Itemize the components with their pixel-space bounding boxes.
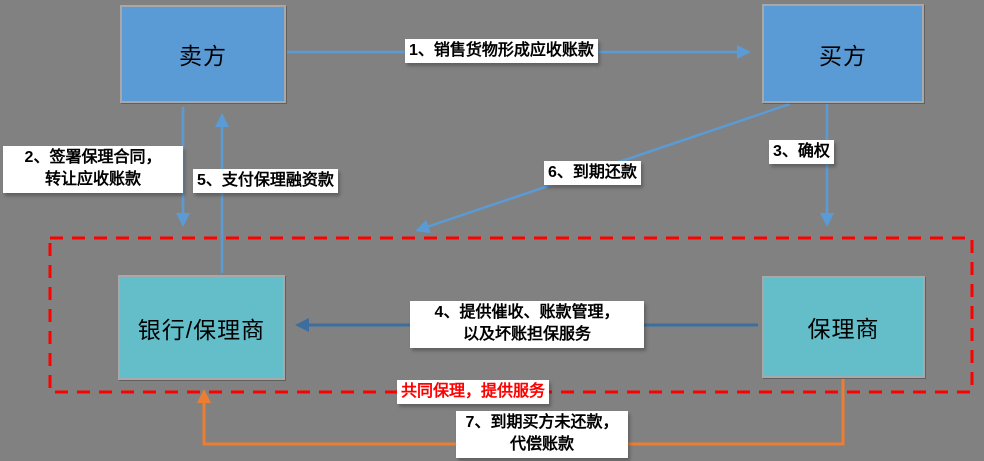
edge-2-label: 2、签署保理合同， 转让应收账款 (3, 146, 183, 193)
edge-6-label: 6、到期还款 (544, 161, 641, 186)
node-buyer-label: 买方 (819, 42, 867, 69)
node-seller-label: 卖方 (179, 43, 227, 69)
node-seller: 卖方 (120, 5, 286, 103)
node-bank-factor: 银行/保理商 (118, 275, 285, 380)
edge-1-label: 1、销售货物形成应收账款 (405, 39, 598, 64)
edge-7-label: 7、到期买方未还款， 代偿账款 (456, 411, 628, 458)
edge-3-label: 3、确权 (769, 140, 834, 165)
node-bank-factor-label: 银行/保理商 (137, 316, 266, 343)
edge-5-label: 5、支付保理融资款 (193, 169, 338, 194)
node-factor: 保理商 (762, 276, 925, 378)
node-buyer: 买方 (762, 4, 924, 103)
edge-4-label: 4、提供催收、账款管理， 以及坏账担保服务 (410, 301, 644, 348)
node-factor-label: 保理商 (807, 316, 880, 342)
group-label: 共同保理，提供服务 (397, 380, 550, 405)
group-boundary (48, 236, 974, 394)
